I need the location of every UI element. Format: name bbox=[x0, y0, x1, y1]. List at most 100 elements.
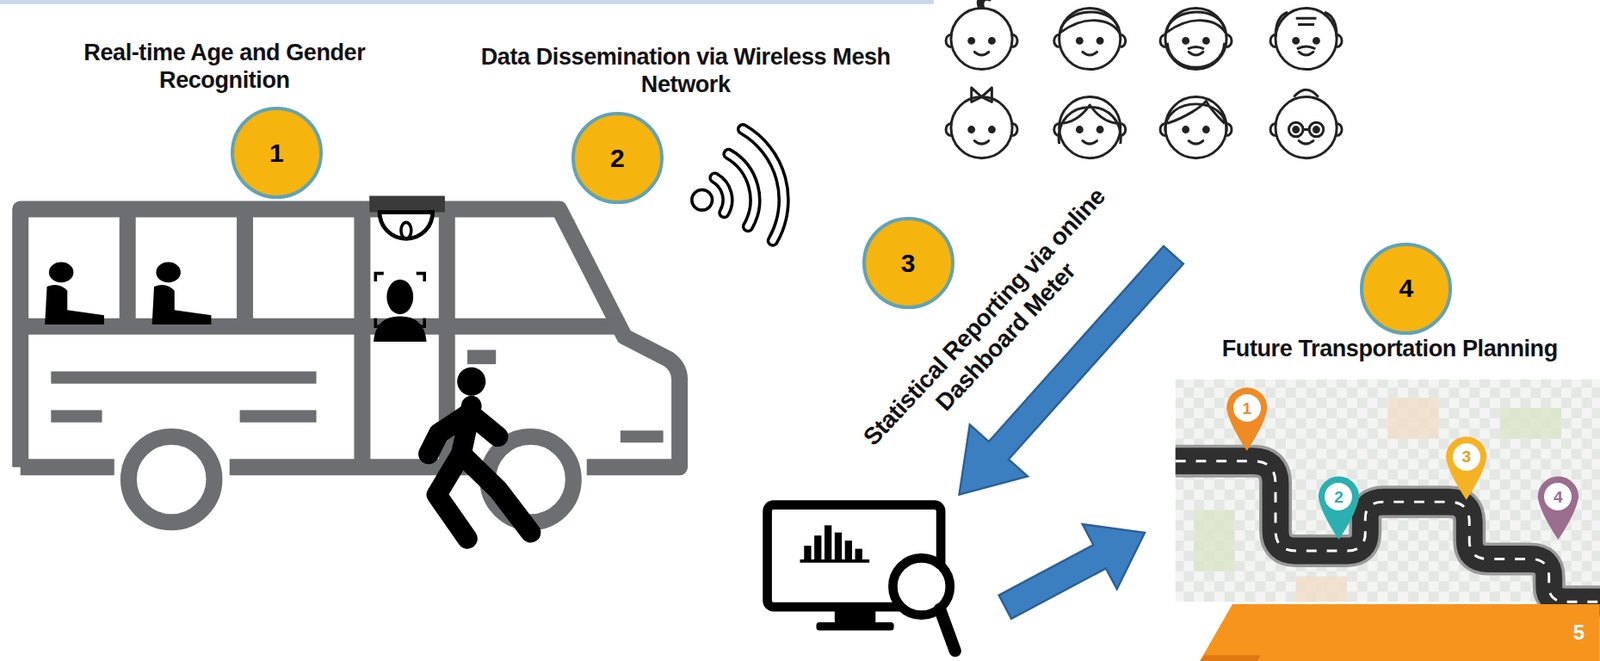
dashboard-monitor bbox=[939, 609, 956, 652]
step-circle: 2 bbox=[571, 111, 664, 204]
step-heading: Real-time Age and Gender Recognition bbox=[43, 38, 406, 95]
road-map bbox=[1318, 475, 1360, 539]
age-faces bbox=[1058, 105, 1121, 144]
age-faces bbox=[1054, 97, 1126, 159]
dashboard-monitor bbox=[803, 545, 811, 562]
band-shape bbox=[1199, 604, 1600, 661]
dashboard-monitor bbox=[834, 532, 842, 562]
age-faces bbox=[1288, 122, 1304, 137]
step-circle: 4 bbox=[1359, 242, 1452, 335]
wireless-symbol bbox=[691, 129, 785, 241]
dashboard-monitor bbox=[845, 540, 853, 562]
bus-illustration bbox=[50, 377, 663, 438]
road-map bbox=[1387, 397, 1439, 439]
map-pin: 3 bbox=[1452, 443, 1481, 471]
camera-icon bbox=[369, 196, 445, 240]
step-heading: Future Transportation Planning bbox=[1222, 334, 1558, 363]
bus-illustration bbox=[20, 458, 476, 476]
wireless-symbol bbox=[715, 129, 785, 241]
step-heading: Statistical Reporting via online Dashboa… bbox=[841, 165, 1149, 489]
road-map bbox=[1445, 436, 1487, 500]
age-faces bbox=[945, 7, 1018, 69]
dashboard-monitor bbox=[834, 610, 876, 625]
page-number: 5 bbox=[1573, 620, 1585, 645]
road-map bbox=[1538, 475, 1579, 539]
camera-icon bbox=[401, 222, 412, 239]
age-faces bbox=[945, 0, 1342, 159]
dashboard-monitor bbox=[824, 525, 832, 561]
callout-number: 4 bbox=[1398, 275, 1414, 302]
wireless-symbol bbox=[691, 189, 713, 211]
bus-illustration bbox=[20, 318, 625, 335]
callout-number: 3 bbox=[901, 250, 916, 277]
age-faces bbox=[971, 87, 993, 103]
map-pin: 4 bbox=[1544, 482, 1572, 511]
road-map bbox=[1226, 387, 1267, 451]
bus-illustration bbox=[467, 350, 496, 365]
age-faces bbox=[1165, 100, 1227, 132]
dashboard-monitor bbox=[767, 505, 956, 651]
age-faces bbox=[945, 97, 1018, 159]
age-faces bbox=[1054, 7, 1126, 69]
road-map bbox=[1296, 576, 1347, 603]
dashboard-monitor bbox=[814, 535, 822, 562]
step-heading: Data Dissemination via Wireless Mesh Net… bbox=[462, 43, 910, 99]
age-faces bbox=[1309, 122, 1324, 137]
age-faces bbox=[1275, 12, 1337, 50]
callout-number: 4 bbox=[1553, 488, 1563, 506]
passenger-icon bbox=[155, 262, 180, 284]
callout-number: 1 bbox=[269, 140, 285, 167]
callout-number: 3 bbox=[1461, 448, 1471, 465]
face-detection-icon bbox=[375, 273, 425, 328]
face-detection-icon bbox=[386, 279, 414, 315]
road-map bbox=[1175, 379, 1600, 602]
dashboard-monitor bbox=[815, 622, 894, 631]
road-map bbox=[1175, 461, 1600, 603]
camera-icon bbox=[379, 212, 433, 240]
age-faces bbox=[1270, 7, 1342, 69]
passenger-icon bbox=[152, 284, 212, 325]
wireless-symbol bbox=[715, 129, 785, 241]
age-faces bbox=[1160, 7, 1232, 69]
road-map bbox=[1193, 510, 1235, 572]
top-bar bbox=[0, 0, 934, 5]
age-faces bbox=[1060, 12, 1120, 33]
dashboard-monitor bbox=[855, 549, 863, 562]
step-circle: 3 bbox=[862, 216, 955, 309]
bus-illustration bbox=[128, 436, 215, 523]
age-faces bbox=[1160, 97, 1232, 159]
bus-illustration bbox=[20, 209, 680, 523]
callout-number: 2 bbox=[1334, 488, 1344, 506]
bus-illustration bbox=[127, 209, 447, 468]
road-map bbox=[1175, 379, 1600, 602]
walking-person bbox=[461, 453, 532, 532]
road-map bbox=[1175, 461, 1600, 603]
bus-illustration bbox=[20, 209, 680, 468]
map-pin: 1 bbox=[1233, 394, 1261, 422]
age-faces bbox=[1166, 12, 1226, 68]
flow-arrow bbox=[988, 500, 1162, 640]
passenger-icon bbox=[49, 262, 74, 284]
age-faces bbox=[977, 0, 990, 8]
road-map bbox=[1500, 407, 1562, 439]
callout-number: 2 bbox=[610, 145, 625, 172]
page-number-band: 5 bbox=[1199, 604, 1600, 661]
passenger-icon bbox=[44, 284, 105, 325]
face-detection-icon bbox=[373, 315, 427, 342]
callout-number: 1 bbox=[1241, 400, 1252, 417]
step-circle: 1 bbox=[230, 106, 323, 199]
walking-person bbox=[457, 367, 486, 396]
passenger-icon bbox=[44, 262, 211, 325]
camera-icon bbox=[369, 196, 445, 213]
band-accent bbox=[1199, 654, 1261, 661]
walking-person bbox=[428, 367, 532, 539]
band-fill bbox=[1199, 604, 1600, 661]
map-pin: 2 bbox=[1324, 482, 1353, 511]
age-faces bbox=[1270, 97, 1342, 159]
face-detection-icon bbox=[373, 273, 427, 342]
walking-person bbox=[469, 413, 498, 437]
road-map bbox=[1175, 461, 1600, 603]
